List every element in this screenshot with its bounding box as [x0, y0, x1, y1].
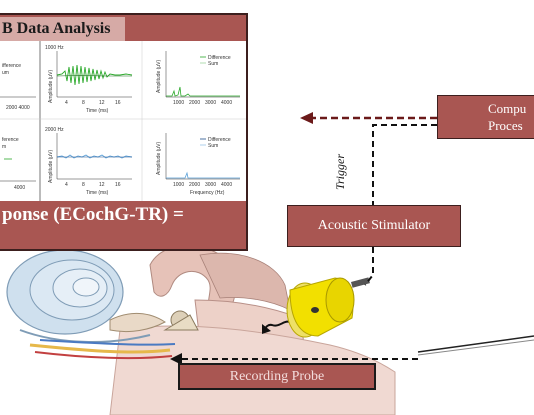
legend-sum-bottom: Sum	[208, 143, 218, 149]
computer-processor-box: Compu Proces	[437, 95, 534, 139]
tick-t2: 8	[82, 100, 85, 106]
ftick-b2: 2000	[189, 182, 200, 188]
legend-diff-bottom: Difference	[208, 137, 231, 143]
ftick-b1: 1000	[173, 182, 184, 188]
legend-sum-top: Sum	[208, 61, 218, 67]
trigger-label: Trigger	[333, 153, 347, 190]
sum-spectrum-bottom	[166, 171, 240, 179]
vestibular-canal	[109, 313, 166, 333]
scale-bottom: 2000 Hz	[45, 127, 64, 133]
ftick-t1: 1000	[173, 100, 184, 106]
tick-t3: 12	[99, 100, 105, 106]
tick-t1: 4	[65, 100, 68, 106]
ylabel-top-right: Amplitude (μV)	[156, 59, 162, 93]
ylabel-bottom-right: Amplitude (μV)	[156, 141, 162, 175]
recording-probe-box: Recording Probe	[178, 363, 376, 390]
partial-legend-1: ifference	[2, 63, 21, 69]
sum-trace-bottom	[56, 154, 133, 159]
ylabel-top-mid: Amplitude (μV)	[48, 69, 54, 103]
acoustic-stimulator-box: Acoustic Stimulator	[287, 205, 461, 247]
tick-b4: 16	[115, 182, 121, 188]
nerve-fibers	[29, 343, 171, 354]
ftick-t3: 3000	[205, 100, 216, 106]
difference-trace-top	[56, 64, 133, 86]
tick-b3: 12	[99, 182, 105, 188]
ossicles	[163, 310, 199, 331]
tick-b2: 8	[82, 182, 85, 188]
legend-diff-top: Difference	[208, 55, 231, 61]
partial-legend-4: m	[2, 144, 6, 150]
electrode-wire	[417, 335, 534, 353]
ftick-t4: 4000	[221, 100, 232, 106]
computer-label-line2: Proces	[488, 118, 523, 133]
xlabel-freq-bottom: Frequency (Hz)	[190, 190, 225, 196]
data-analysis-panel: B Data Analysis ifference um 2000 4000 f…	[0, 13, 248, 251]
xlabel-time-top: Time (ms)	[86, 108, 109, 114]
ftick-b3: 3000	[205, 182, 216, 188]
ylabel-bottom-mid: Amplitude (μV)	[48, 149, 54, 183]
tick-t4: 16	[115, 100, 121, 106]
ftick-t2: 2000	[189, 100, 200, 106]
scale-top: 1000 Hz	[45, 45, 64, 51]
computer-label-line1: Compu	[488, 101, 527, 116]
partial-ticks: 2000 4000	[6, 105, 30, 111]
plots-svg: ifference um 2000 4000 ference m 4000 10…	[0, 41, 246, 201]
panel-title: B Data Analysis	[0, 17, 125, 41]
tick-b1: 4	[65, 182, 68, 188]
partial-tick-bottom: 4000	[14, 185, 25, 191]
panel-caption: ponse (ECochG-TR) =	[2, 204, 184, 225]
insert-earphone	[286, 277, 370, 338]
partial-legend-3: ference	[2, 137, 19, 143]
xlabel-time-bottom: Time (ms)	[86, 190, 109, 196]
ftick-b4: 4000	[221, 182, 232, 188]
plots-area: ifference um 2000 4000 ference m 4000 10…	[0, 41, 246, 201]
skull-bone	[199, 252, 291, 311]
partial-legend-2: um	[2, 70, 9, 76]
dashed-connectors	[180, 124, 437, 360]
difference-spectrum-top	[166, 86, 240, 97]
